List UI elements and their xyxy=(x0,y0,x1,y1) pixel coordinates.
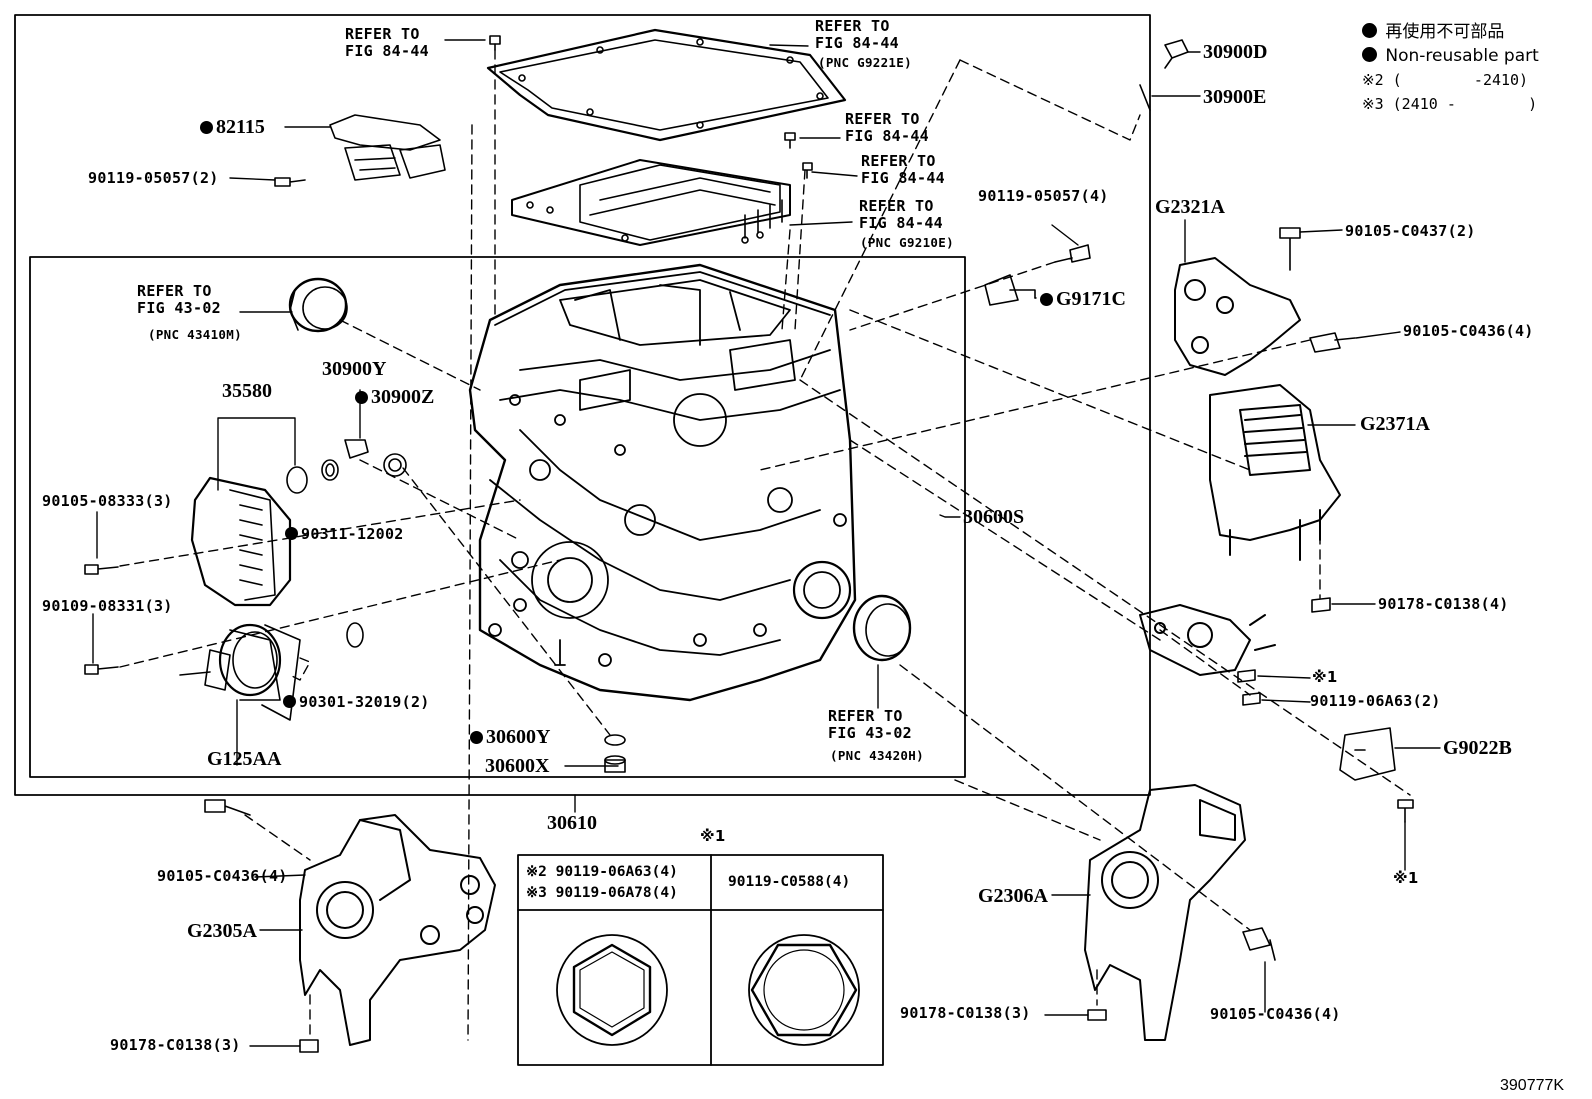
part-label: G9022B xyxy=(1443,737,1512,759)
part-label: 30900Y xyxy=(322,358,387,380)
legend-note-2: ※2 ( -2410) xyxy=(1362,71,1529,89)
dot-icon xyxy=(1040,293,1053,306)
oil-seal-right-drawing xyxy=(852,594,912,662)
inner-assembly-frame xyxy=(29,256,966,778)
part-label: 30600X xyxy=(485,755,550,777)
pnc-label: (PNC 43410M) xyxy=(148,327,242,342)
part-label-g9171c: G9171C xyxy=(1040,288,1126,310)
part-label-30900z: 30900Z xyxy=(355,386,434,408)
dot-icon xyxy=(285,527,298,540)
part-label-30600y: 30600Y xyxy=(470,726,550,748)
part-label: 90105-08333(3) xyxy=(42,492,173,510)
mount-g2371a-drawing xyxy=(1209,384,1341,561)
part-label: 90105-C0436(4) xyxy=(1210,1005,1341,1023)
part-label: 90178-C0138(3) xyxy=(900,1004,1031,1022)
part-label-90301: 90301-32019(2) xyxy=(283,694,430,711)
refer-label: REFER TO FIG 84-44 xyxy=(845,110,929,145)
pnc-label: (PNC G9210E) xyxy=(860,235,954,250)
part-label: 90119-05057(4) xyxy=(978,187,1109,205)
part-label: G2371A xyxy=(1360,413,1430,435)
figure-number: 390777K xyxy=(1500,1077,1565,1094)
part-label: G2305A xyxy=(187,920,257,942)
harness-drawing xyxy=(329,114,446,181)
dashed-lines xyxy=(119,49,1411,1041)
dot-icon xyxy=(200,121,213,134)
dot-icon xyxy=(470,731,483,744)
transaxle-case-drawing xyxy=(468,263,857,702)
dot-icon xyxy=(1362,23,1377,38)
dot-icon xyxy=(283,695,296,708)
part-label: 30900E xyxy=(1203,86,1267,108)
part-label: 90105-C0436(4) xyxy=(157,867,288,885)
pnc-label: (PNC G9221E) xyxy=(818,55,912,70)
oil-pump-drawing xyxy=(190,459,339,607)
part-label-82115: 82115 xyxy=(200,116,265,138)
part-label: 30600S xyxy=(963,506,1025,528)
bolt-top-drawing xyxy=(489,35,501,51)
pnc-label: (PNC 43420H) xyxy=(830,748,924,763)
legend-non-reusable-jp: 再使用不可部品 xyxy=(1385,22,1505,42)
inset-table-frame xyxy=(517,854,884,1066)
part-label: 90105-C0436(4) xyxy=(1403,322,1534,340)
part-label: 90178-C0138(4) xyxy=(1378,595,1509,613)
inset-cell-left-row1: ※2 90119-06A63(4) xyxy=(526,864,678,880)
part-label: G125AA xyxy=(207,748,282,770)
mount-g2306a-drawing xyxy=(1084,784,1246,1041)
refer-label: REFER TO FIG 43-02 xyxy=(137,282,221,317)
part-label: G2306A xyxy=(978,885,1048,907)
part-label: 90109-08331(3) xyxy=(42,597,173,615)
inset-cell-right-row1: 90119-C0588(4) xyxy=(728,874,851,890)
refer-label: REFER TO FIG 43-02 xyxy=(828,707,912,742)
inset-cell-left-row2: ※3 90119-06A78(4) xyxy=(526,885,678,901)
inset-table-title: ※1 xyxy=(700,827,726,845)
leader-lines xyxy=(92,39,1441,1047)
part-label: 90119-05057(2) xyxy=(88,169,219,187)
part-label: 90178-C0138(3) xyxy=(110,1036,241,1054)
legend-note-3: ※3 (2410 - ) xyxy=(1362,95,1538,113)
pulley-drawing xyxy=(179,622,364,721)
part-label: 30900D xyxy=(1203,41,1268,63)
part-label: 90105-C0437(2) xyxy=(1345,222,1476,240)
sensor-g9022b-drawing xyxy=(1339,727,1396,781)
part-label-90311: 90311-12002 xyxy=(285,526,404,543)
mount-g2305a-drawing xyxy=(299,814,496,1046)
refer-label: REFER TO FIG 84-44 xyxy=(861,152,945,187)
legend-non-reusable-en: Non-reusable part xyxy=(1385,46,1539,66)
legend: 再使用不可部品 Non-reusable part ※2 ( -2410) ※3… xyxy=(1362,20,1539,116)
mark-label: ※1 xyxy=(1393,869,1419,887)
dot-icon xyxy=(1362,47,1377,62)
part-label: G2321A xyxy=(1155,196,1225,218)
mark-label: ※1 xyxy=(1312,668,1338,686)
dot-icon xyxy=(355,391,368,404)
outer-assembly-frame xyxy=(14,14,1151,796)
refer-label: REFER TO FIG 84-44 xyxy=(345,25,429,60)
refer-label: REFER TO FIG 84-44 xyxy=(859,197,943,232)
valve-body-drawing xyxy=(511,159,791,246)
sensor-g9171c-drawing xyxy=(984,244,1091,306)
pan-gasket-drawing xyxy=(486,28,847,142)
refer-label: REFER TO FIG 84-44 xyxy=(815,17,899,52)
part-label: 35580 xyxy=(222,380,272,402)
part-label: 30610 xyxy=(547,812,597,834)
part-label: 90119-06A63(2) xyxy=(1310,692,1441,710)
oil-seal-left-drawing xyxy=(288,277,348,333)
